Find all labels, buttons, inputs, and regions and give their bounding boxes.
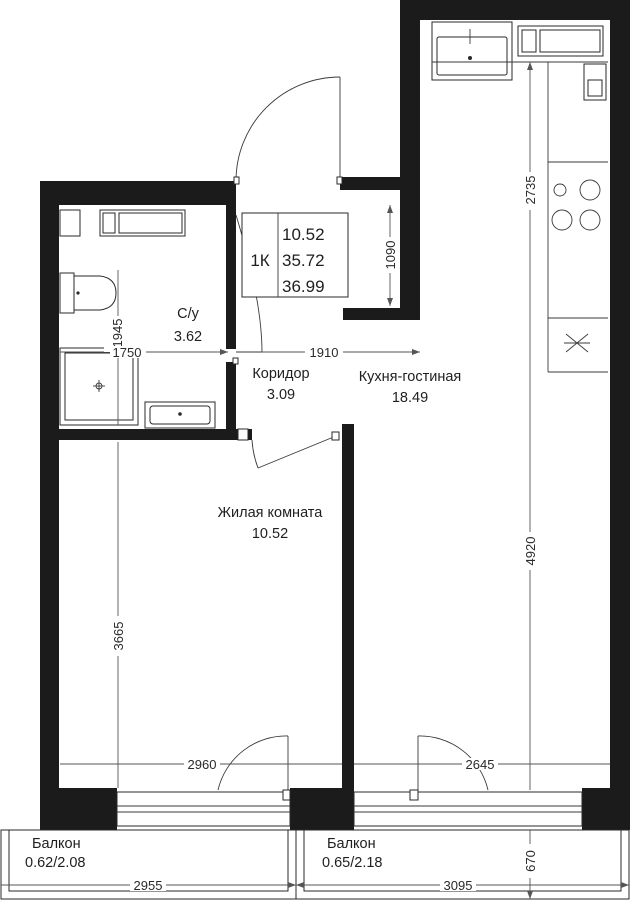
wall-bath-right	[226, 181, 236, 349]
balcony-left-area: 0.62/2.08	[25, 855, 85, 871]
bath-shelf	[59, 209, 81, 237]
extractor-icon	[564, 333, 590, 353]
wall-bottom-mid	[290, 788, 354, 830]
total-area-value: 35.72	[282, 251, 325, 270]
kitchen-sink-icon	[431, 21, 513, 81]
total-with-balcony-value: 36.99	[282, 277, 325, 296]
balcony-door-right-arc	[417, 735, 489, 791]
dim-balcony-left-width: 2955	[134, 878, 163, 893]
kitchen-area: 18.49	[392, 390, 428, 406]
doors	[217, 76, 489, 801]
balconies	[0, 829, 630, 900]
wall-bottom-right	[582, 788, 630, 830]
corridor-area: 3.09	[267, 387, 295, 403]
kitchen-name: Кухня-гостиная	[359, 369, 462, 385]
shower-icon	[59, 347, 139, 426]
bathroom-area: 3.62	[174, 329, 202, 345]
wall-bed-kitchen	[342, 424, 354, 790]
window-bedroom	[116, 791, 291, 827]
wall-entry-bottom	[343, 308, 420, 320]
dim-balcony-right-width: 3095	[444, 878, 473, 893]
windows	[116, 791, 583, 827]
dim-bath-height: 1945	[110, 319, 125, 348]
wall-top-bath	[40, 181, 236, 205]
fixtures	[59, 21, 608, 429]
balcony-right-name: Балкон	[327, 836, 376, 852]
hob-icon	[551, 179, 601, 231]
balcony-left-name: Балкон	[32, 836, 81, 852]
balcony-right-area: 0.65/2.18	[322, 855, 382, 871]
dim-kitchen-upper: 2735	[523, 176, 538, 205]
window-kitchen	[353, 791, 583, 827]
dim-balcony-depth: 670	[523, 850, 538, 872]
wall-bath-bedroom	[40, 429, 252, 440]
corridor-name: Коридор	[252, 366, 309, 382]
wall-left	[40, 181, 59, 830]
wall-bottom-left	[40, 788, 117, 830]
dim-bedroom-height: 3665	[111, 622, 126, 651]
living-area-value: 10.52	[282, 225, 325, 244]
bedroom-name: Жилая комната	[218, 505, 324, 521]
toilet-icon	[59, 272, 117, 314]
wall-bath-right-lower	[226, 362, 236, 440]
wall-right	[610, 0, 630, 830]
dim-kitchen-lower: 4920	[523, 537, 538, 566]
apartment-type: 1К	[250, 251, 269, 270]
room-labels: С/у 3.62 Коридор 3.09 Кухня-гостиная 18.…	[25, 306, 461, 871]
bedroom-door-leaf	[257, 435, 337, 469]
dim-bedroom-width: 2960	[188, 757, 217, 772]
area-stamp: 1К 10.52 35.72 36.99	[241, 212, 349, 298]
bedroom-door-arc	[251, 439, 259, 469]
bedroom-area: 10.52	[252, 526, 288, 542]
bathroom-name: С/у	[177, 306, 200, 322]
dim-bath-width: 1750	[113, 345, 142, 360]
wall-entry-top	[340, 177, 400, 190]
entrance-door-arc	[235, 76, 341, 182]
wall-top-kitchen	[400, 0, 630, 20]
walls	[40, 0, 630, 830]
dimension-labels: 1945 1750 1910 1090 2735 4920 3665 2960 …	[104, 172, 542, 893]
wall-entry-right	[400, 0, 420, 320]
dim-corridor-width: 1910	[310, 345, 339, 360]
washbasin-icon	[144, 401, 216, 429]
dim-kitchen-width: 2645	[466, 757, 495, 772]
dim-entry-niche: 1090	[383, 241, 398, 270]
balcony-door-left-arc	[217, 735, 289, 791]
